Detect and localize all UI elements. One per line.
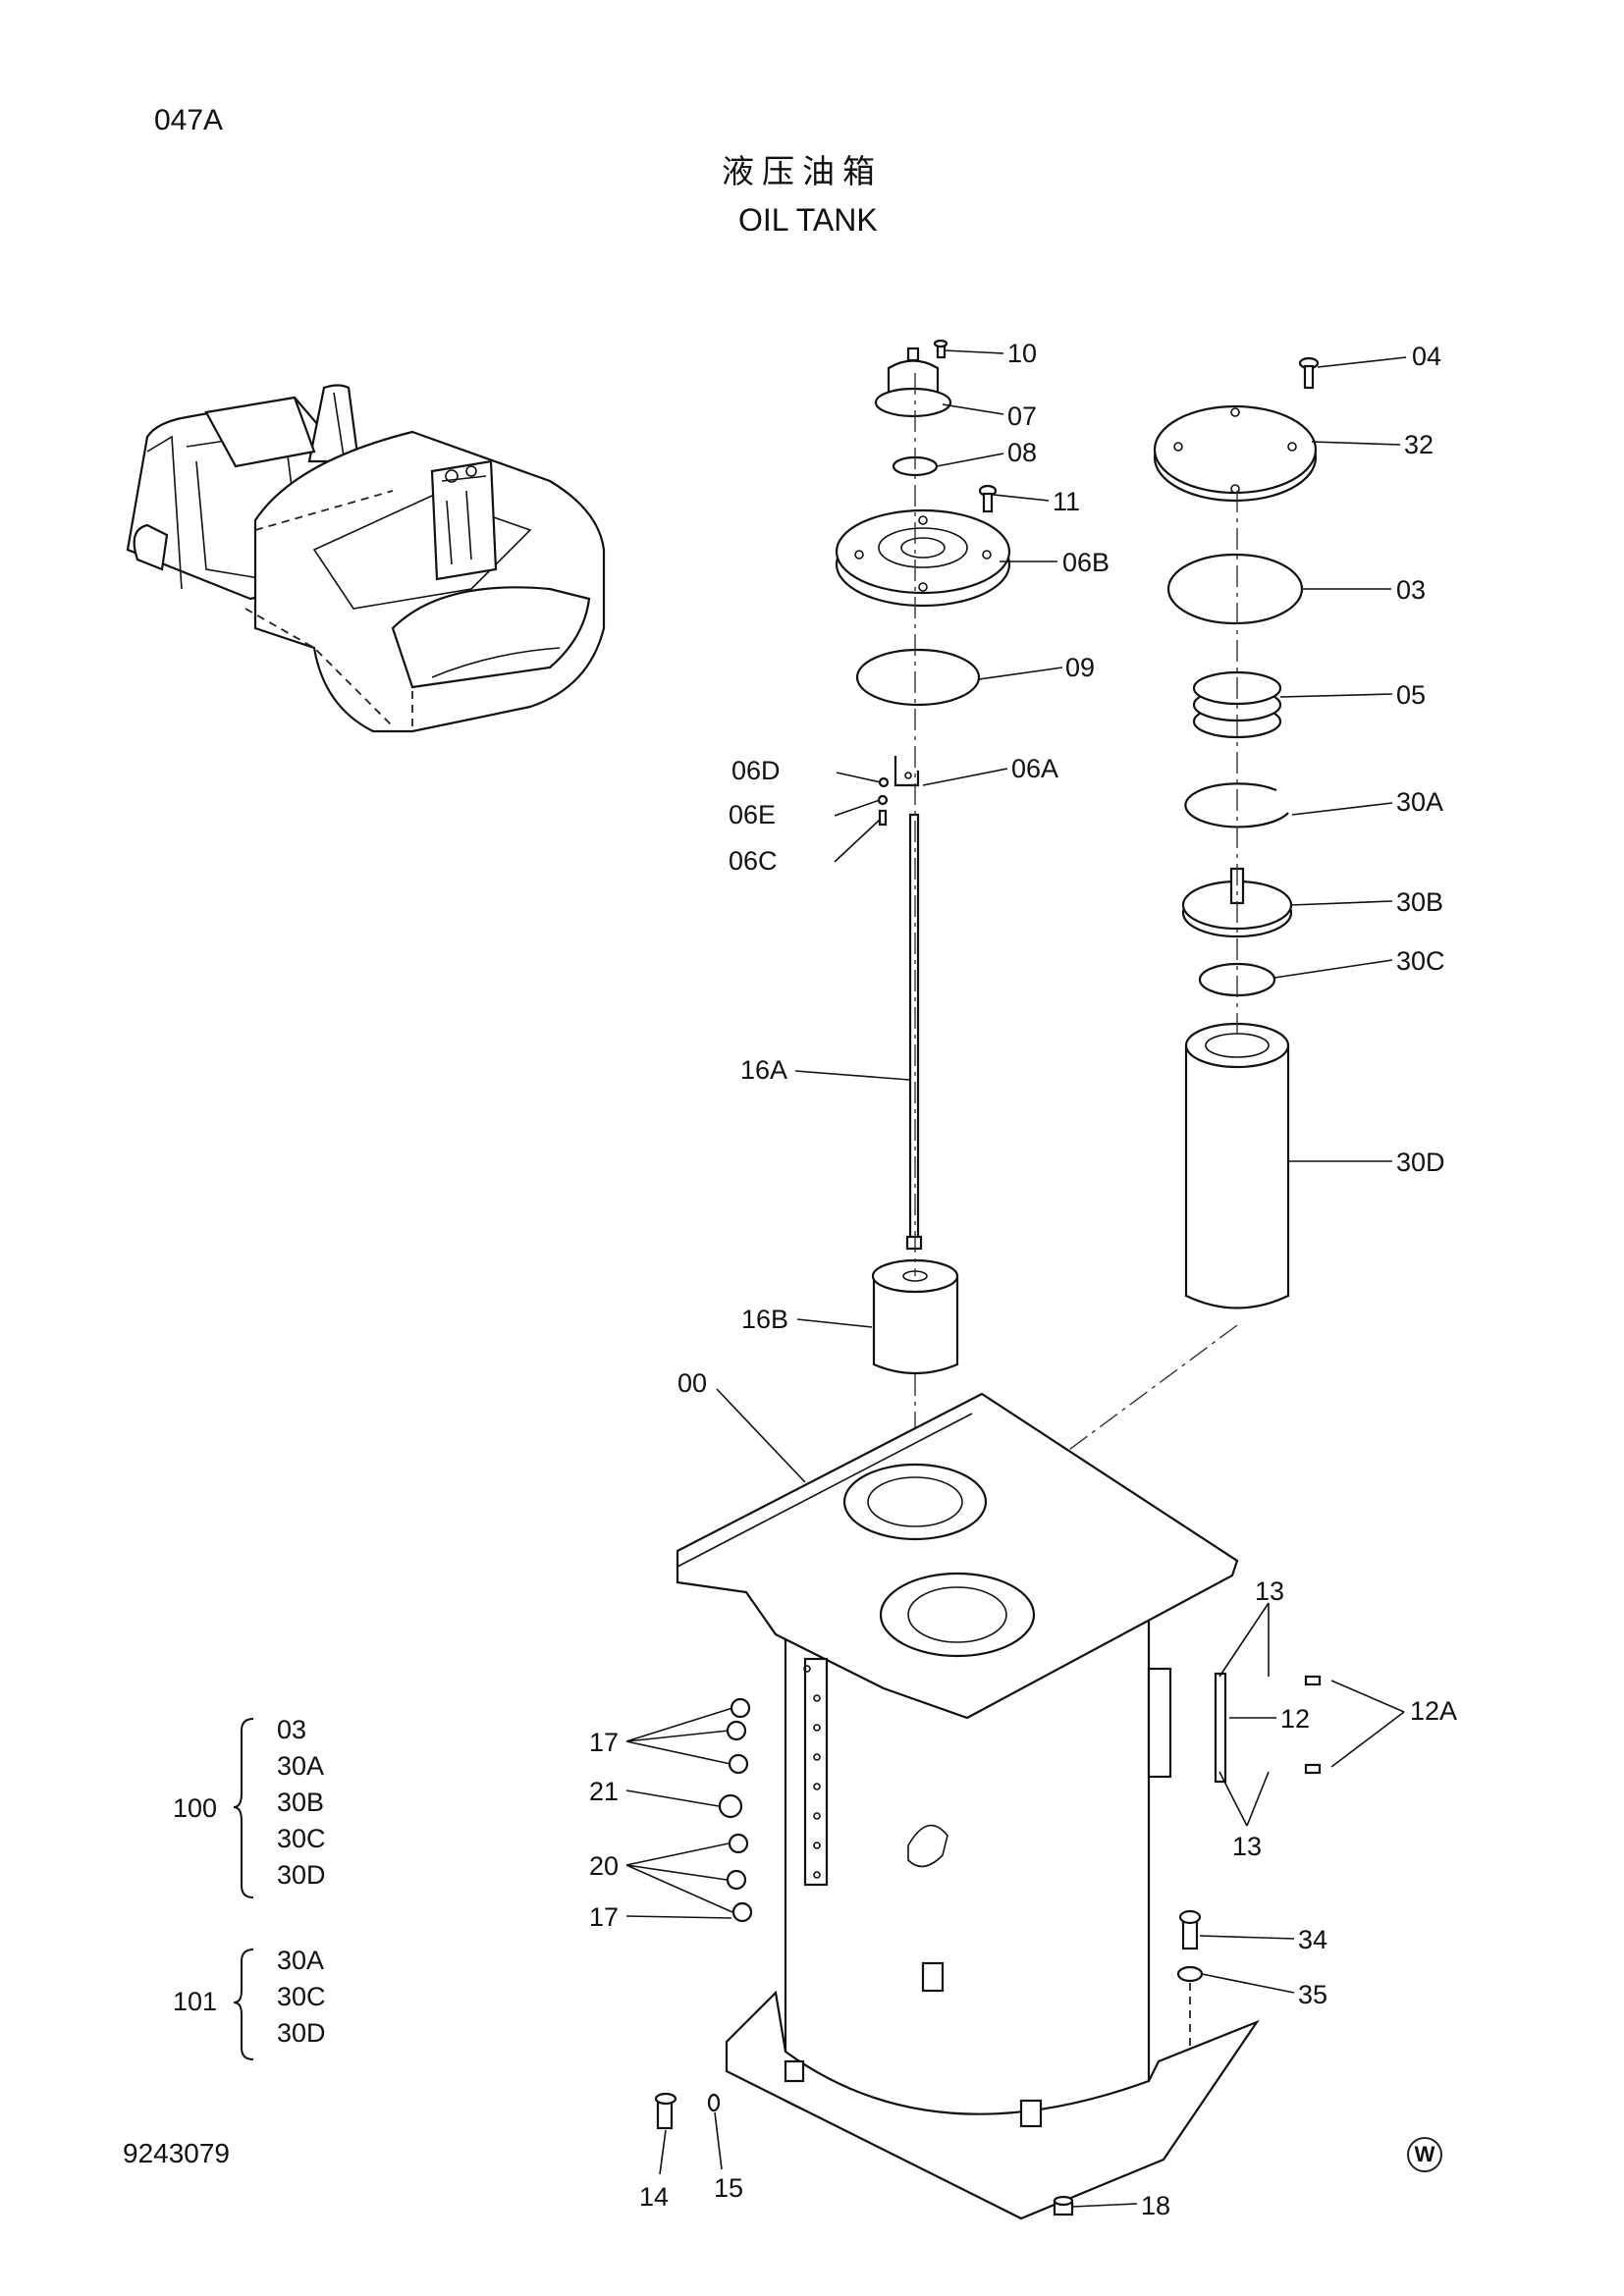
watermark-symbol: W	[1407, 2137, 1442, 2172]
gasket-09	[855, 648, 981, 707]
leader-lines	[625, 349, 1407, 2208]
callout-12: 12	[1280, 1704, 1310, 1734]
callout-13-bottom: 13	[1232, 1832, 1262, 1861]
valve-30B	[1181, 867, 1293, 938]
callout-21: 21	[589, 1777, 619, 1806]
callout-35: 35	[1298, 1980, 1327, 2009]
callout-06A: 06A	[1011, 754, 1058, 783]
kit-id: 100	[173, 1793, 218, 1823]
callout-06B: 06B	[1062, 548, 1110, 577]
cover-32	[1153, 404, 1318, 503]
oil-tank-00	[676, 1392, 1260, 2220]
kit-id: 101	[173, 1987, 218, 2016]
kit-100: 100 03 30A 30B 30C 30D	[173, 1715, 369, 1901]
bolt-04	[1298, 356, 1320, 390]
callout-15: 15	[714, 2173, 743, 2203]
screw-10	[933, 339, 948, 359]
drain-plug-18	[1053, 2195, 1074, 2216]
filter-element-16B	[871, 1258, 959, 1375]
callout-06E: 06E	[729, 800, 776, 829]
callout-34: 34	[1298, 1925, 1327, 1954]
washer-06D	[878, 776, 890, 788]
title-chinese: 液压油箱	[722, 152, 883, 190]
callout-17-lower: 17	[589, 1902, 619, 1932]
callout-06C: 06C	[729, 846, 778, 876]
callout-07: 07	[1007, 401, 1037, 431]
callout-04: 04	[1412, 342, 1441, 371]
callout-20: 20	[589, 1851, 619, 1881]
nut-06E	[877, 794, 889, 806]
title-english: OIL TANK	[738, 202, 878, 238]
kit-item: 03	[277, 1715, 307, 1744]
cover-plate-06B	[835, 508, 1011, 608]
callout-06D: 06D	[731, 756, 781, 785]
document-number: 9243079	[123, 2138, 231, 2168]
callout-08: 08	[1007, 438, 1037, 467]
bolt-14-and-washer-15	[654, 2092, 721, 2130]
kit-item: 30A	[277, 1946, 325, 1975]
callout-30B: 30B	[1396, 887, 1443, 917]
plugs-17-20-21	[718, 1697, 753, 1923]
callout-18: 18	[1141, 2191, 1170, 2220]
kit-item: 30B	[277, 1788, 325, 1817]
bolt-11	[978, 484, 998, 513]
callout-11: 11	[1053, 487, 1080, 516]
level-gauge-rod-16A	[905, 813, 923, 1251]
callout-05: 05	[1396, 680, 1426, 710]
callout-30A: 30A	[1396, 787, 1443, 817]
callout-14: 14	[639, 2182, 669, 2212]
callout-09: 09	[1065, 653, 1095, 682]
kit-item: 30C	[277, 1982, 326, 2011]
callout-30C: 30C	[1396, 946, 1445, 976]
kit-brace	[233, 1949, 254, 2060]
excavator-overview-illustration	[126, 384, 606, 733]
callout-12A: 12A	[1410, 1696, 1457, 1726]
callout-30D: 30D	[1396, 1148, 1445, 1177]
callout-16B: 16B	[741, 1305, 788, 1334]
callout-16A: 16A	[740, 1055, 787, 1085]
callout-32: 32	[1404, 430, 1434, 459]
kit-101: 101 30A 30C 30D	[173, 1946, 369, 2063]
callout-17-upper: 17	[589, 1728, 619, 1757]
callout-10: 10	[1007, 339, 1037, 368]
kit-item: 30D	[277, 2018, 326, 2048]
page-code: 047A	[154, 104, 224, 136]
o-ring-03	[1166, 553, 1304, 625]
kit-brace	[233, 1718, 254, 1898]
callout-labels: 10 07 08 11 06B 09 06D 06A 06E 06C 16A 1…	[589, 339, 1457, 2220]
pin-06C	[878, 809, 888, 827]
plates-12-bolts-12A	[1304, 1675, 1322, 1775]
callout-03: 03	[1396, 575, 1426, 605]
kit-item: 30A	[277, 1751, 325, 1781]
callout-00: 00	[677, 1368, 707, 1398]
callout-13-top: 13	[1255, 1576, 1284, 1606]
kit-item: 30C	[277, 1824, 326, 1853]
kit-item: 30D	[277, 1860, 326, 1890]
bracket-06A	[893, 756, 920, 787]
filter-element-30D	[1184, 1022, 1290, 1309]
breather-cap-07	[874, 347, 952, 418]
bolt-34-and-washer-35	[1176, 1909, 1204, 2052]
